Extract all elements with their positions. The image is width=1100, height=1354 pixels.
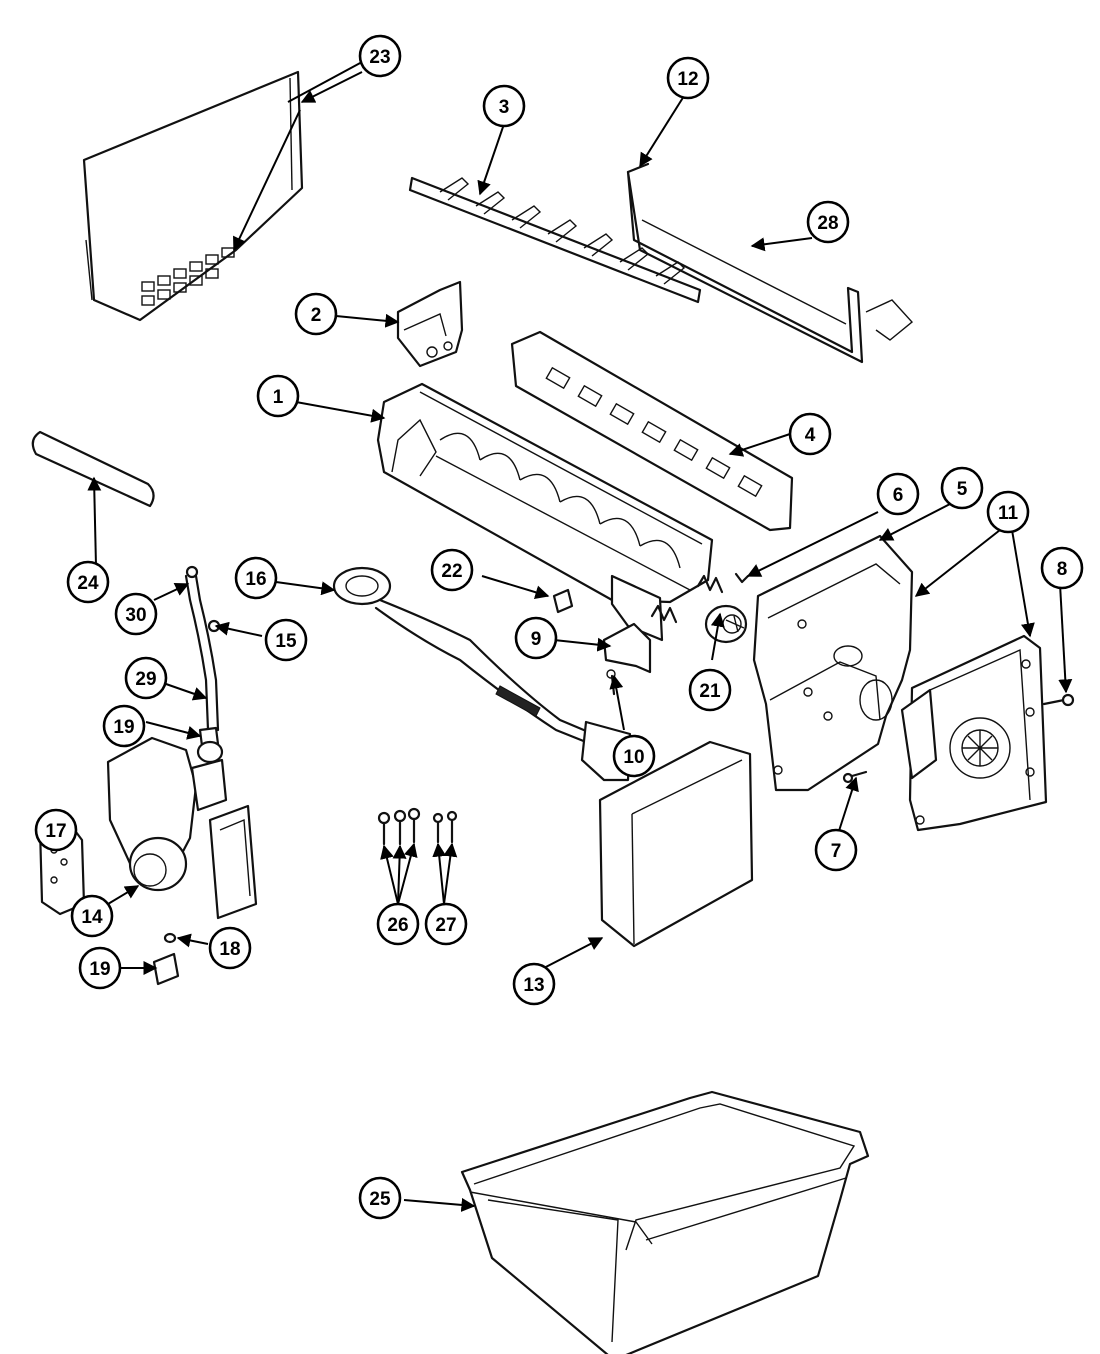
part-27-screws [432, 810, 458, 844]
callout-label: 19 [113, 717, 134, 738]
callout-5: 5 [940, 466, 984, 510]
part-29-tube [184, 565, 221, 748]
part-5-housing [752, 534, 914, 792]
callout-27: 27 [424, 902, 468, 946]
callout-19-upper: 19 [102, 704, 146, 748]
part-24-fill-tube [31, 430, 155, 508]
callout-1: 1 [256, 374, 300, 418]
callout-label: 14 [81, 907, 103, 928]
callout-19-lower: 19 [78, 946, 122, 990]
part-2-clip [396, 280, 464, 368]
callout-label: 11 [998, 503, 1019, 524]
callout-label: 5 [957, 479, 968, 500]
part-23-cover-panel [82, 70, 304, 322]
callout-label: 30 [125, 605, 146, 626]
part-25-ice-bin [460, 1090, 870, 1354]
callout-7: 7 [814, 828, 858, 872]
callout-30: 30 [114, 592, 158, 636]
callout-13: 12 [666, 56, 710, 100]
callout-3: 3 [482, 84, 526, 128]
callout-29: 29 [124, 656, 168, 700]
callout-2: 2 [294, 292, 338, 336]
callout-label: 23 [369, 47, 390, 68]
callout-11: 11 [986, 490, 1030, 534]
callout-label: 2 [311, 305, 322, 326]
part-21-gear [704, 604, 748, 644]
callout-label: 8 [1057, 559, 1068, 580]
callout-label: 22 [441, 561, 462, 582]
callout-label: 9 [531, 629, 542, 650]
callout-label: 21 [699, 681, 721, 702]
callout-15: 15 [264, 618, 308, 662]
callout-label: 13 [523, 975, 544, 996]
part-10-screw [606, 669, 616, 696]
callout-label: 3 [499, 97, 510, 118]
callout-label: 7 [831, 841, 842, 862]
callout-25: 25 [358, 1176, 402, 1220]
callout-14: 13 [512, 962, 556, 1006]
callout-label: 16 [245, 569, 266, 590]
part-26-screws [377, 807, 421, 846]
callout-label: 12 [677, 69, 698, 90]
part-1-ice-mold [376, 382, 714, 642]
callout-label: 27 [435, 915, 456, 936]
part-12-wiring-harness [332, 566, 632, 782]
callout-label: 18 [219, 939, 240, 960]
spring-parts [650, 572, 750, 624]
callout-28: 28 [806, 200, 850, 244]
callout-6: 6 [876, 472, 920, 516]
callout-26: 26 [376, 902, 420, 946]
callout-label: 15 [275, 631, 297, 652]
callout-label: 6 [893, 485, 904, 506]
callout-16: 14 [70, 894, 114, 938]
callout-label: 4 [805, 425, 816, 446]
callout-22: 22 [430, 548, 474, 592]
part-9-bracket [602, 622, 652, 674]
part-22-insulator [552, 588, 574, 614]
callout-label: 28 [817, 213, 838, 234]
callout-12: 16 [234, 556, 278, 600]
callout-label: 17 [45, 821, 66, 842]
part-14-front-cover [598, 740, 754, 948]
callout-8: 8 [1040, 546, 1084, 590]
callout-label: 19 [89, 959, 110, 980]
part-16-water-valve [106, 736, 258, 986]
callout-9: 9 [514, 616, 558, 660]
part-11-motor-assembly [900, 634, 1048, 832]
callout-label: 29 [135, 669, 156, 690]
callout-17: 17 [34, 808, 78, 852]
callout-label: 24 [77, 573, 99, 594]
part-8-screw [1042, 693, 1075, 707]
callout-label: 1 [273, 387, 284, 408]
callout-21: 21 [688, 668, 732, 712]
callout-label: 10 [623, 747, 644, 768]
part-4-stripper [510, 330, 794, 532]
callout-label: 25 [369, 1189, 391, 1210]
leader-lines [52, 61, 1073, 1212]
callout-18: 18 [208, 926, 252, 970]
part-28-shutoff-arm [626, 162, 914, 364]
callout-23: 23 [358, 34, 402, 78]
callout-10: 10 [612, 734, 656, 778]
callout-label: 26 [387, 915, 408, 936]
callout-4: 4 [788, 412, 832, 456]
part-3-ejector-shaft [408, 176, 702, 304]
callout-24: 24 [66, 560, 110, 604]
